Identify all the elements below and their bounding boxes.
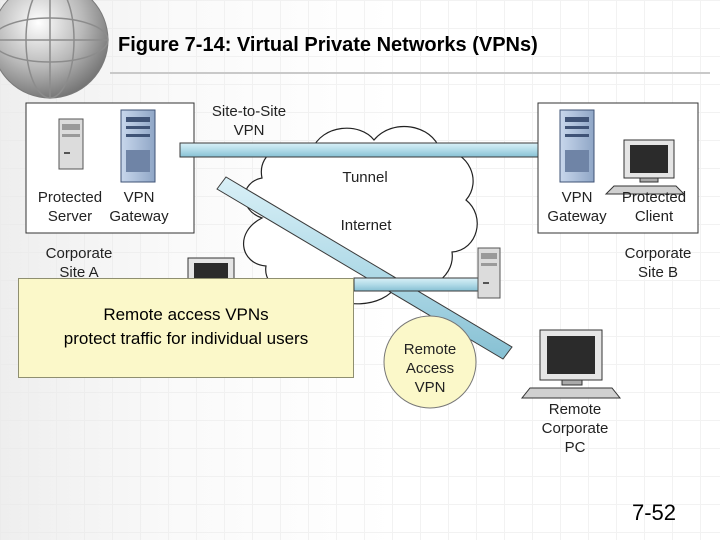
corporate-site-b-label-line2: Site B [637, 264, 679, 281]
remote-access-label-line1: Remote [403, 341, 457, 358]
remote-corporate-pc-icon [520, 329, 622, 399]
site-to-site-label-line1: Site-to-Site [211, 103, 287, 120]
vpn-gateway-a-icon [120, 109, 156, 183]
site-a-box [25, 102, 195, 234]
protected-server-icon [58, 118, 84, 170]
protected-client-label-line2: Client [634, 208, 674, 225]
remote-access-circle [383, 315, 477, 409]
title-divider [110, 72, 710, 74]
site-to-site-tunnel [179, 142, 539, 158]
protected-server-label-line2: Server [47, 208, 93, 225]
slide-title: Figure 7-14: Virtual Private Networks (V… [118, 34, 538, 56]
corporate-site-a-label: Corporate Site A [34, 244, 124, 282]
corporate-site-b-label-line1: Corporate [624, 245, 692, 262]
remote-pc-label-line1: Remote [548, 401, 602, 418]
remote-access-label-line2: Access [405, 360, 455, 377]
site-to-site-label-line2: VPN [233, 122, 265, 139]
vpn-gateway-b-icon [559, 109, 595, 183]
vpn-gateway-a-label: VPN Gateway [104, 188, 174, 226]
remote-access-label-line3: VPN [414, 379, 446, 396]
protected-client-icon [604, 139, 686, 195]
internal-tunnel [353, 277, 479, 292]
remote-corporate-pc-label: Remote Corporate PC [532, 400, 618, 457]
protected-server-label: Protected Server [30, 188, 110, 226]
remote-access-tunnel [216, 176, 513, 360]
globe-icon [0, 0, 109, 99]
protected-client-label-line1: Protected [621, 189, 687, 206]
vpn-gateway-b-label-line1: VPN [561, 189, 593, 206]
callout-line2: protect traffic for individual users [63, 329, 309, 348]
vpn-gateway-a-label-line2: Gateway [109, 208, 169, 225]
remote-pc-label-line3: PC [564, 439, 586, 456]
corporate-site-a-label-line1: Corporate [45, 245, 113, 262]
site-a-workstation-icon [187, 257, 235, 289]
corporate-site-a-label-line2: Site A [59, 264, 99, 281]
callout-line1: Remote access VPNs [103, 305, 269, 324]
remote-access-vpn-label: Remote Access VPN [390, 340, 470, 397]
protected-client-label: Protected Client [614, 188, 694, 226]
internet-label: Internet [340, 217, 392, 234]
site-b-server-icon [477, 247, 501, 299]
page-number: 7-52 [632, 500, 677, 525]
corporate-site-b-label: Corporate Site B [610, 244, 706, 282]
site-to-site-label: Site-to-Site VPN [204, 102, 294, 140]
remote-access-callout: Remote access VPNs protect traffic for i… [18, 278, 354, 378]
vpn-gateway-b-label-line2: Gateway [547, 208, 607, 225]
vpn-gateway-b-label: VPN Gateway [542, 188, 612, 226]
remote-pc-label-line2: Corporate [541, 420, 609, 437]
protected-server-label-line1: Protected [37, 189, 103, 206]
vpn-gateway-a-label-line1: VPN [123, 189, 155, 206]
tunnel-label: Tunnel [342, 169, 388, 186]
